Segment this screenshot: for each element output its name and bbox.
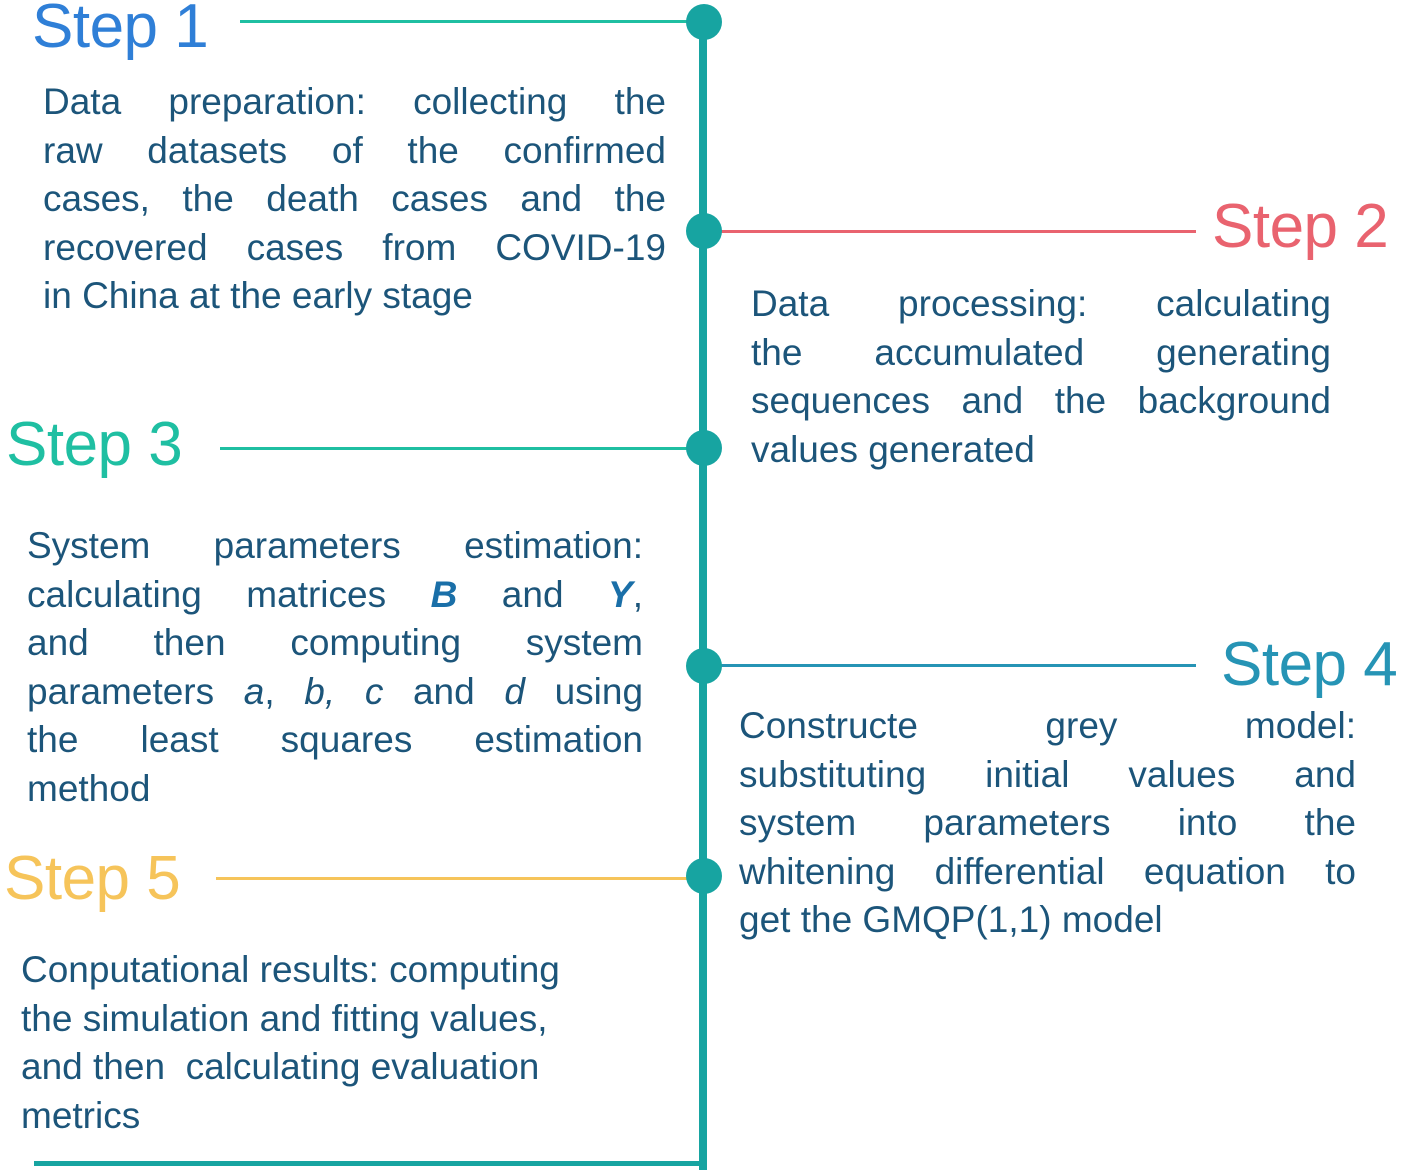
step3-line: and then computing system <box>27 622 643 663</box>
step5-line: the simulation and fitting values, <box>21 997 548 1039</box>
step5-line: and then calculating evaluation <box>21 1046 540 1087</box>
step2-title: Step 2 <box>1212 192 1389 261</box>
step1-line: in China at the early stage <box>43 275 473 316</box>
step4-node <box>686 648 722 684</box>
step3-text: , <box>632 573 643 615</box>
step2-node <box>686 213 722 249</box>
step2-line: Data processing: calculating <box>751 283 1331 324</box>
step1-description: Data preparation: collecting the raw dat… <box>43 78 666 321</box>
step3-line: method <box>27 767 151 809</box>
step3-text: using <box>524 670 644 712</box>
step3-text: , <box>324 670 365 712</box>
step1-line: Data preparation: collecting the <box>43 81 666 122</box>
param-d-symbol: d <box>504 670 525 712</box>
step3-node <box>686 430 722 466</box>
step3-text: , <box>264 670 305 712</box>
step4-connector <box>704 664 1196 667</box>
step1-title: Step 1 <box>32 0 209 61</box>
step4-description: Constructe grey model: substituting init… <box>739 702 1356 945</box>
matrix-y-symbol: Y <box>608 573 633 615</box>
param-b-symbol: b <box>304 670 325 712</box>
step1-line: cases, the death cases and the <box>43 178 666 219</box>
step2-description: Data processing: calculating the accumul… <box>751 280 1331 474</box>
step4-line: Constructe grey model: <box>739 705 1356 746</box>
step5-description: Conputational results: computing the sim… <box>21 946 641 1140</box>
matrix-b-symbol: B <box>430 573 458 615</box>
param-a-symbol: a <box>243 670 265 712</box>
step2-connector <box>704 230 1196 233</box>
step3-connector <box>220 447 702 450</box>
step3-line: System parameters estimation: <box>27 525 643 566</box>
step3-text: and <box>457 573 609 615</box>
step5-line: metrics <box>21 1094 141 1136</box>
step5-connector <box>216 877 702 880</box>
step4-line: substituting initial values and <box>739 753 1356 795</box>
step4-line: system parameters into the <box>739 802 1356 843</box>
step3-line: parameters a, b, c and d using <box>27 668 643 717</box>
step2-line: sequences and the background <box>751 380 1331 421</box>
step3-text: parameters <box>27 670 244 712</box>
step3-text: and <box>383 670 505 712</box>
step5-line: Conputational results: computing <box>21 949 560 990</box>
step2-line: values generated <box>751 428 1035 470</box>
step1-line: raw datasets of the confirmed <box>43 129 666 171</box>
step1-node <box>686 4 722 40</box>
timeline-spine <box>699 20 707 1170</box>
step5-node <box>686 858 722 894</box>
step2-line: the accumulated generating <box>751 331 1331 373</box>
step5-title: Step 5 <box>4 844 181 913</box>
step4-title: Step 4 <box>1221 630 1398 699</box>
step3-title: Step 3 <box>6 410 183 479</box>
step3-text: calculating matrices <box>27 573 431 615</box>
step3-line: calculating matrices B and Y, <box>27 571 643 620</box>
param-c-symbol: c <box>364 670 384 712</box>
timeline-base-line <box>34 1161 706 1166</box>
step3-line: the least squares estimation <box>27 719 643 760</box>
step1-connector <box>240 20 702 23</box>
step4-line: get the GMQP(1,1) model <box>739 899 1163 940</box>
step1-line: recovered cases from COVID-19 <box>43 226 666 268</box>
step3-description: System parameters estimation: calculatin… <box>27 522 643 813</box>
step4-line: whitening differential equation to <box>739 850 1356 892</box>
